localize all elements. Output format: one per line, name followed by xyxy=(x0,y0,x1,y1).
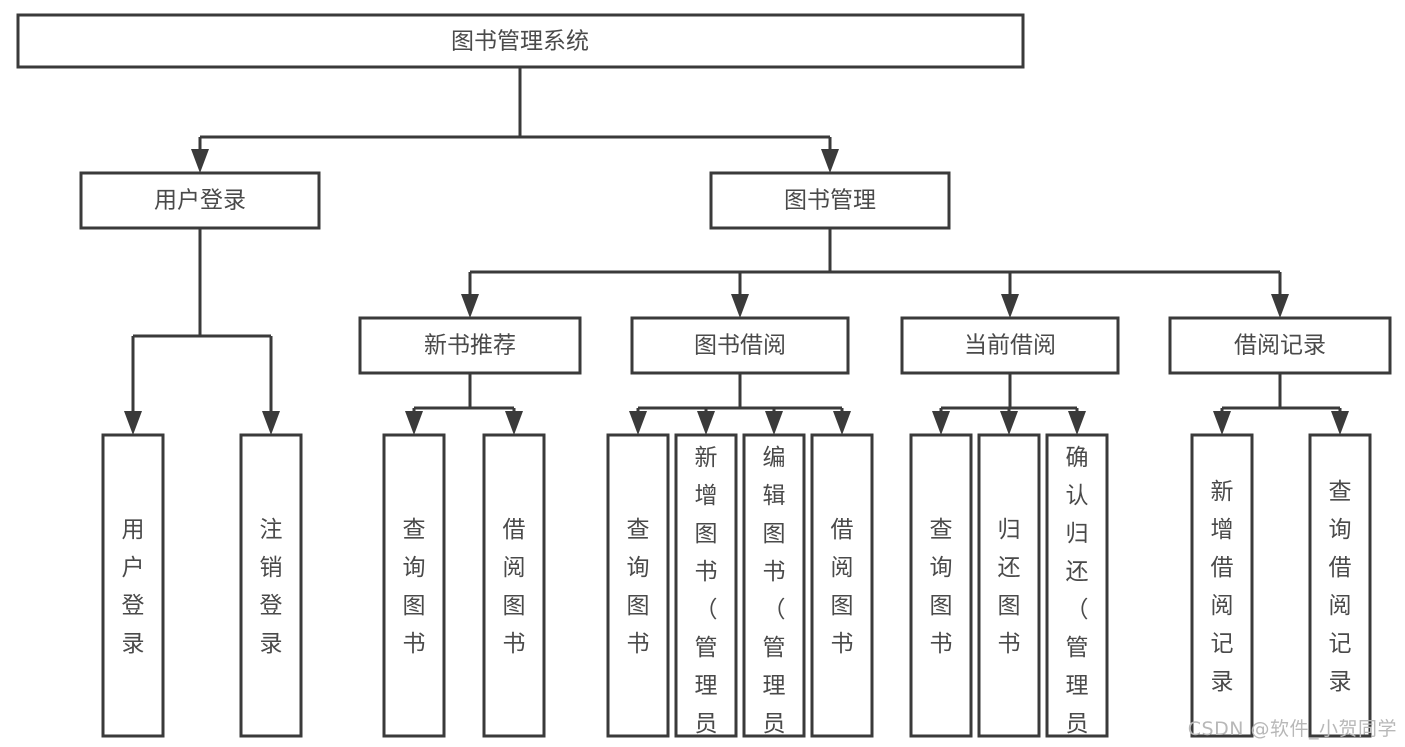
arrow-head-icon xyxy=(821,149,839,173)
node-current-borrow[interactable]: 当前借阅 xyxy=(900,316,1120,375)
node-leaf[interactable]: 注销登录 xyxy=(239,433,303,738)
node-leaf[interactable]: 确认归还（管理员） xyxy=(1045,433,1109,747)
node-root-box[interactable] xyxy=(16,13,1025,69)
node-leaf[interactable]: 查询图书 xyxy=(909,433,973,738)
node-leaf-box[interactable] xyxy=(101,433,165,738)
node-root-label: 图书管理系统 xyxy=(451,29,589,55)
node-leaf-label: 归还图书 xyxy=(998,517,1021,657)
node-new-book-recommend-label: 新书推荐 xyxy=(424,333,516,359)
node-book-management-box[interactable] xyxy=(709,171,951,230)
node-leaf-box[interactable] xyxy=(1308,433,1372,738)
node-leaf-box[interactable] xyxy=(1190,433,1254,738)
node-leaf-box[interactable] xyxy=(382,433,446,738)
node-leaf[interactable]: 新增图书（管理员） xyxy=(674,433,738,747)
arrow-head-icon xyxy=(629,411,647,435)
arrow-head-icon xyxy=(405,411,423,435)
node-user-login-box[interactable] xyxy=(79,171,321,230)
node-leaf[interactable]: 借阅图书 xyxy=(810,433,874,738)
node-book-management-label: 图书管理 xyxy=(784,188,876,214)
node-new-book-recommend[interactable]: 新书推荐 xyxy=(358,316,582,375)
node-leaf-label: 新增借阅记录 xyxy=(1211,479,1234,695)
node-leaf-box[interactable] xyxy=(742,433,806,738)
node-new-book-recommend-box[interactable] xyxy=(358,316,582,375)
arrow-head-icon xyxy=(461,294,479,318)
node-leaf-box[interactable] xyxy=(239,433,303,738)
connector-layer xyxy=(124,67,1349,435)
arrow-head-icon xyxy=(1001,294,1019,318)
arrow-head-icon xyxy=(932,411,950,435)
node-leaf-label: 借阅图书 xyxy=(831,517,854,657)
node-book-borrow-label: 图书借阅 xyxy=(694,333,786,359)
node-leaf-box[interactable] xyxy=(1045,433,1109,738)
node-borrow-record-box[interactable] xyxy=(1168,316,1392,375)
node-leaf[interactable]: 用户登录 xyxy=(101,433,165,738)
node-leaf-label: 借阅图书 xyxy=(503,517,526,657)
arrow-head-icon xyxy=(697,411,715,435)
node-leaf[interactable]: 查询借阅记录 xyxy=(1308,433,1372,738)
node-leaf[interactable]: 查询图书 xyxy=(606,433,670,738)
node-leaf-label: 查询图书 xyxy=(403,517,426,657)
arrow-head-icon xyxy=(1213,411,1231,435)
node-leaf-label: 查询借阅记录 xyxy=(1329,479,1352,695)
node-book-management[interactable]: 图书管理 xyxy=(709,171,951,230)
node-book-borrow-box[interactable] xyxy=(630,316,850,375)
node-book-borrow[interactable]: 图书借阅 xyxy=(630,316,850,375)
arrow-head-icon xyxy=(833,411,851,435)
node-current-borrow-box[interactable] xyxy=(900,316,1120,375)
node-leaf-box[interactable] xyxy=(810,433,874,738)
node-leaf-label: 编辑图书（管理员） xyxy=(763,445,786,747)
node-leaf-box[interactable] xyxy=(674,433,738,738)
node-leaf-box[interactable] xyxy=(909,433,973,738)
node-borrow-record[interactable]: 借阅记录 xyxy=(1168,316,1392,375)
node-user-login-label: 用户登录 xyxy=(154,188,246,214)
arrow-head-icon xyxy=(124,411,142,435)
node-user-login[interactable]: 用户登录 xyxy=(79,171,321,230)
arrow-head-icon xyxy=(731,294,749,318)
node-leaf-label: 用户登录 xyxy=(122,517,145,657)
node-leaf-box[interactable] xyxy=(482,433,546,738)
node-leaf-box[interactable] xyxy=(606,433,670,738)
arrow-head-icon xyxy=(1068,411,1086,435)
node-leaf[interactable]: 查询图书 xyxy=(382,433,446,738)
node-leaf[interactable]: 新增借阅记录 xyxy=(1190,433,1254,738)
arrow-head-icon xyxy=(262,411,280,435)
arrow-head-icon xyxy=(765,411,783,435)
node-leaf[interactable]: 归还图书 xyxy=(977,433,1041,738)
arrow-head-icon xyxy=(1271,294,1289,318)
node-leaf-box[interactable] xyxy=(977,433,1041,738)
node-leaf[interactable]: 借阅图书 xyxy=(482,433,546,738)
node-current-borrow-label: 当前借阅 xyxy=(964,333,1056,359)
arrow-head-icon xyxy=(1331,411,1349,435)
node-borrow-record-label: 借阅记录 xyxy=(1234,333,1326,359)
arrow-head-icon xyxy=(191,149,209,173)
node-leaf-label: 确认归还（管理员） xyxy=(1066,445,1089,747)
node-leaf-label: 查询图书 xyxy=(627,517,650,657)
arrow-head-icon xyxy=(1000,411,1018,435)
leaf-node-layer: 用户登录 注销登录 查询图书 借阅图书 查询图书 新增图书（管理员） 编辑图书（管理员） 借阅… xyxy=(101,433,1372,747)
arrow-head-icon xyxy=(505,411,523,435)
node-leaf-label: 新增图书（管理员） xyxy=(695,445,718,747)
node-leaf-label: 查询图书 xyxy=(930,517,953,657)
node-leaf[interactable]: 编辑图书（管理员） xyxy=(742,433,806,747)
node-leaf-label: 注销登录 xyxy=(260,517,283,657)
node-root[interactable]: 图书管理系统 xyxy=(16,13,1025,69)
